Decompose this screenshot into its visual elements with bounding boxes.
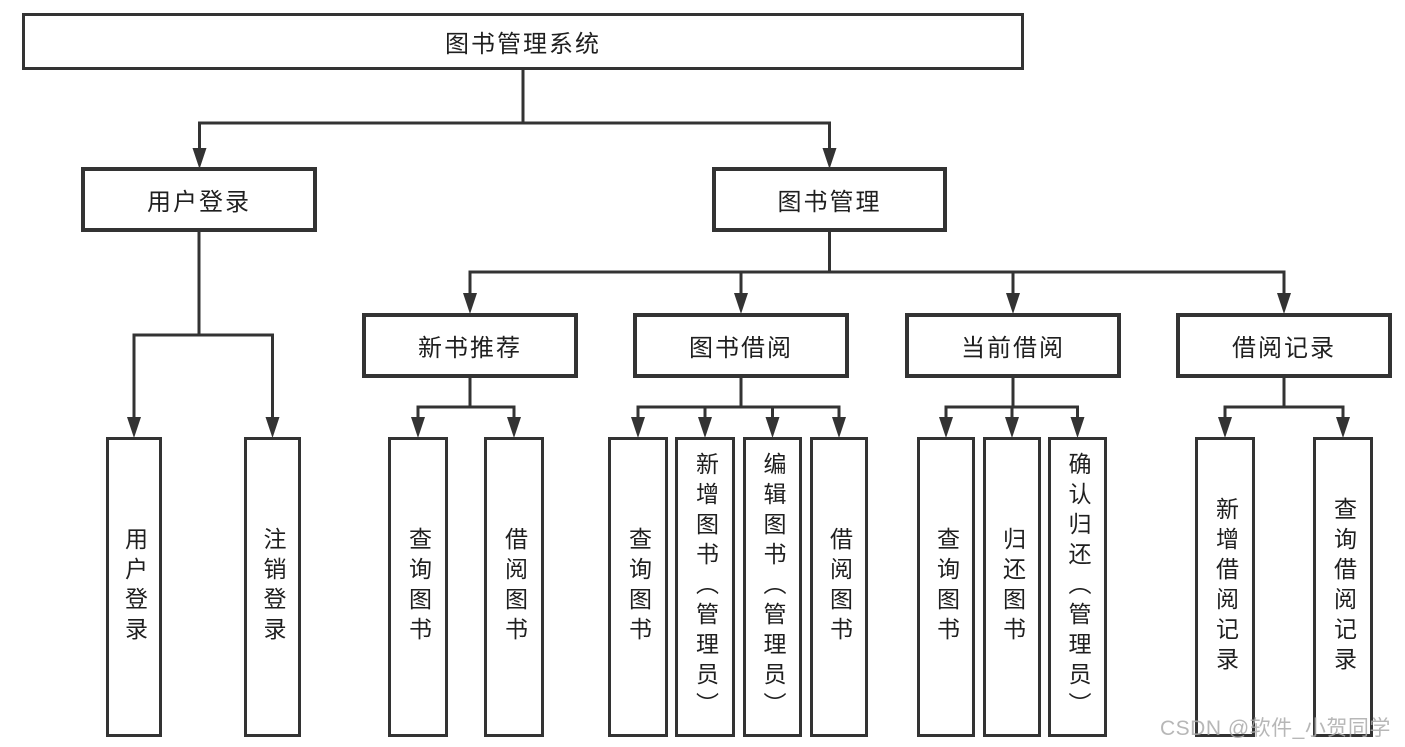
leaf-user-login: 用户登录: [106, 437, 162, 737]
node-book-borrowing: 图书借阅: [633, 313, 849, 378]
leaf-logout: 注销登录: [244, 437, 301, 737]
leaf-borrow-books-recommend: 借阅图书: [484, 437, 544, 737]
node-user-login: 用户登录: [81, 167, 317, 232]
leaf-edit-books-admin: 编辑图书（管理员）: [743, 437, 802, 737]
leaf-add-borrow-record: 新增借阅记录: [1195, 437, 1255, 737]
leaf-borrow-books-borrowing: 借阅图书: [810, 437, 868, 737]
leaf-add-books-admin: 新增图书（管理员）: [675, 437, 735, 737]
leaf-confirm-return-admin: 确认归还（管理员）: [1048, 437, 1107, 737]
leaf-query-books-borrowing: 查询图书: [608, 437, 668, 737]
node-root: 图书管理系统: [22, 13, 1024, 70]
node-book-management: 图书管理: [712, 167, 947, 232]
node-new-book-recommend: 新书推荐: [362, 313, 578, 378]
leaf-query-books-recommend: 查询图书: [388, 437, 448, 737]
node-current-borrowing: 当前借阅: [905, 313, 1121, 378]
node-borrowing-records: 借阅记录: [1176, 313, 1392, 378]
leaf-return-books: 归还图书: [983, 437, 1041, 737]
csdn-watermark: CSDN @软件_小贺同学: [1160, 717, 1391, 740]
leaf-query-books-current: 查询图书: [917, 437, 975, 737]
leaf-query-borrow-record: 查询借阅记录: [1313, 437, 1373, 737]
